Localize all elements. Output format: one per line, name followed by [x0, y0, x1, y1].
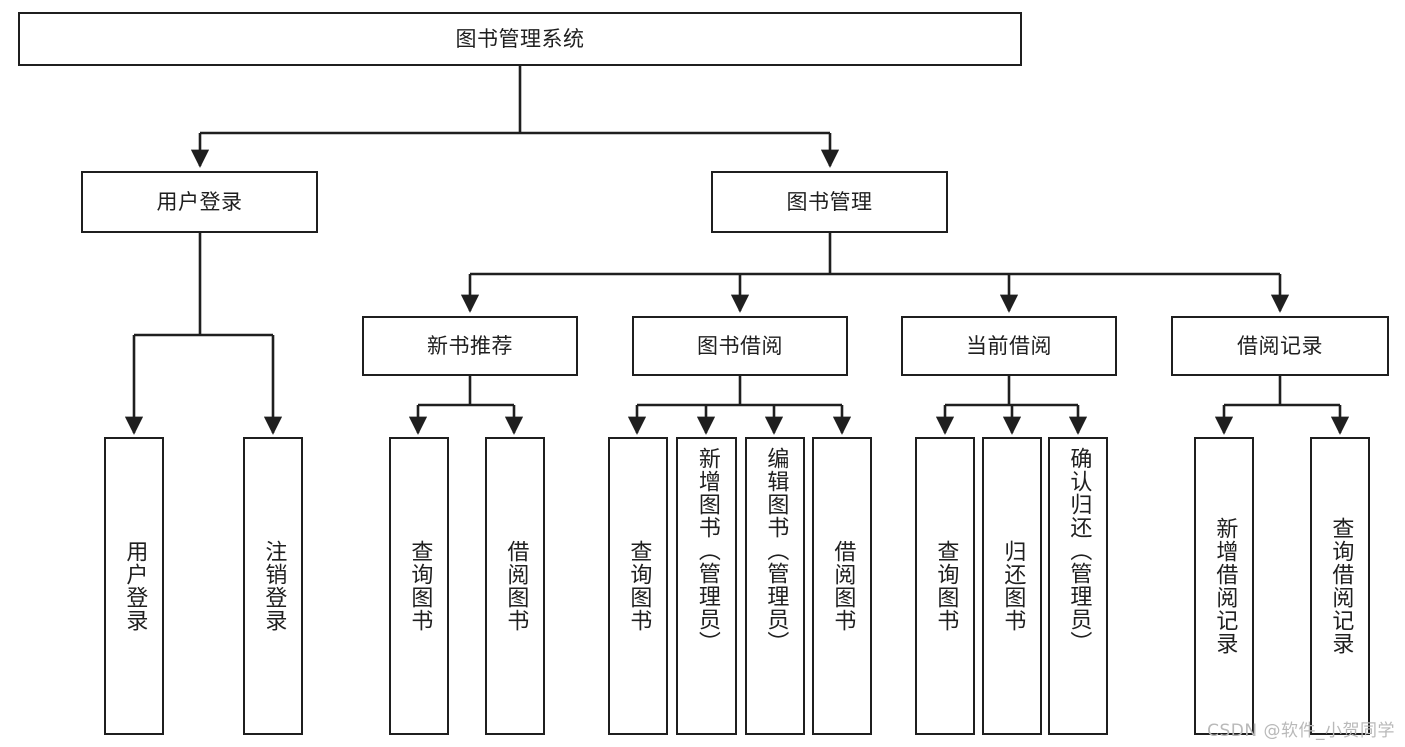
node-label: 用户登录: [156, 189, 243, 214]
leaf-label: 查询图书: [626, 540, 652, 632]
node-borrow-record[interactable]: 借阅记录: [1171, 316, 1389, 376]
node-label: 新书推荐: [427, 333, 513, 358]
leaf-label: 查询图书: [407, 540, 433, 632]
leaf-return-book[interactable]: 归还图书: [982, 437, 1042, 735]
leaf-logout-login[interactable]: 注销登录: [243, 437, 303, 735]
leaf-edit-book-admin[interactable]: 编辑图书（管理员）: [745, 437, 805, 735]
leaf-add-book-admin[interactable]: 新增图书（管理员）: [676, 437, 737, 735]
leaf-query-book-2[interactable]: 查询图书: [608, 437, 668, 735]
leaf-label: 编辑图书（管理员）: [763, 447, 789, 654]
leaf-query-borrow-record[interactable]: 查询借阅记录: [1310, 437, 1370, 735]
node-user-login[interactable]: 用户登录: [81, 171, 318, 233]
leaf-label: 注销登录: [261, 540, 287, 632]
leaf-user-login[interactable]: 用户登录: [104, 437, 164, 735]
leaf-label: 借阅图书: [830, 540, 856, 632]
leaf-label: 新增借阅记录: [1212, 517, 1238, 655]
node-book-management[interactable]: 图书管理: [711, 171, 948, 233]
leaf-label: 归还图书: [1000, 540, 1026, 632]
leaf-query-book-1[interactable]: 查询图书: [389, 437, 449, 735]
leaf-query-book-3[interactable]: 查询图书: [915, 437, 975, 735]
leaf-confirm-return-admin[interactable]: 确认归还（管理员）: [1048, 437, 1108, 735]
leaf-label: 借阅图书: [503, 540, 529, 632]
leaf-label: 确认归还（管理员）: [1066, 447, 1092, 654]
node-current-borrow[interactable]: 当前借阅: [901, 316, 1117, 376]
leaf-label: 新增图书（管理员）: [694, 447, 720, 654]
leaf-add-borrow-record[interactable]: 新增借阅记录: [1194, 437, 1254, 735]
leaf-label: 查询借阅记录: [1328, 517, 1354, 655]
leaf-label: 查询图书: [933, 540, 959, 632]
node-book-borrow[interactable]: 图书借阅: [632, 316, 848, 376]
node-label: 图书管理系统: [455, 26, 585, 51]
node-label: 当前借阅: [966, 333, 1052, 358]
leaf-label: 用户登录: [122, 540, 148, 632]
node-book-management-system[interactable]: 图书管理系统: [18, 12, 1022, 66]
node-label: 图书借阅: [697, 333, 783, 358]
node-label: 借阅记录: [1237, 333, 1323, 358]
node-label: 图书管理: [786, 189, 873, 214]
leaf-borrow-book-1[interactable]: 借阅图书: [485, 437, 545, 735]
leaf-borrow-book-2[interactable]: 借阅图书: [812, 437, 872, 735]
node-new-book-recommend[interactable]: 新书推荐: [362, 316, 578, 376]
